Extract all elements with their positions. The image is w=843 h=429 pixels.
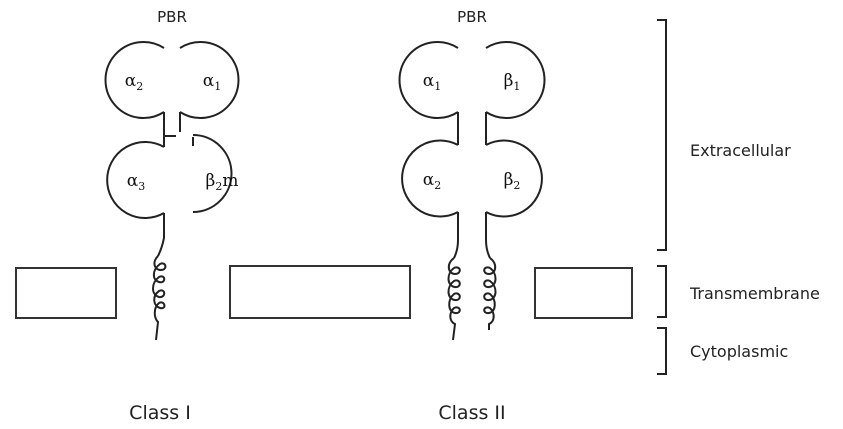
class-1-label-beta2m: β2m: [206, 171, 239, 193]
class-1-pbr-label: PBR: [157, 8, 187, 26]
transmembrane-label: Transmembrane: [689, 284, 820, 303]
class-2-pbr-label: PBR: [457, 8, 487, 26]
class-2-label-alpha2: α2: [423, 170, 441, 192]
extracellular-bracket: Extracellular: [657, 19, 791, 251]
class-2-label-alpha1: α1: [423, 71, 441, 93]
class-1-label-alpha1: α1: [203, 71, 221, 93]
class-2-label-beta1: β1: [504, 71, 521, 93]
class-2-helix-beta: [483, 257, 497, 330]
class-1-domain-beta2m: [192, 134, 233, 213]
class-1-domain-alpha3: [106, 141, 165, 219]
class-2-stem-beta: [485, 212, 491, 259]
class-2-stem-alpha: [453, 212, 459, 259]
membrane-segment-right: [534, 267, 633, 319]
class-2-domain-alpha2: [401, 139, 459, 218]
class-1-caption: Class I: [129, 402, 191, 424]
class-2-domain-beta1: [485, 41, 546, 119]
class-1-domain-alpha2: [104, 41, 165, 119]
membrane-segment-middle: [229, 265, 411, 319]
membrane-segment-left: [15, 267, 117, 319]
extracellular-label: Extracellular: [690, 141, 791, 160]
class-2-helix-alpha: [447, 257, 461, 341]
class-1-label-alpha2: α2: [125, 71, 143, 93]
class-1-label-alpha3: α3: [127, 171, 145, 193]
class-2-caption: Class II: [438, 402, 505, 424]
class-2-molecule: PBR α1 β1 α2 β2 Class II: [398, 8, 546, 424]
class-2-label-beta2: β2: [504, 170, 521, 192]
cytoplasmic-label: Cytoplasmic: [690, 342, 788, 361]
class-1-helix: [152, 255, 167, 341]
class-1-domain-alpha1: [179, 41, 240, 119]
transmembrane-bracket: Transmembrane: [657, 265, 820, 318]
class-1-molecule: PBR α2 α1 α3 β2m Class I: [104, 8, 240, 424]
class-2-domain-beta2: [485, 139, 543, 218]
cytoplasmic-bracket: Cytoplasmic: [657, 327, 788, 375]
class-1-stem: [157, 213, 165, 257]
class-2-domain-alpha1: [398, 41, 459, 119]
